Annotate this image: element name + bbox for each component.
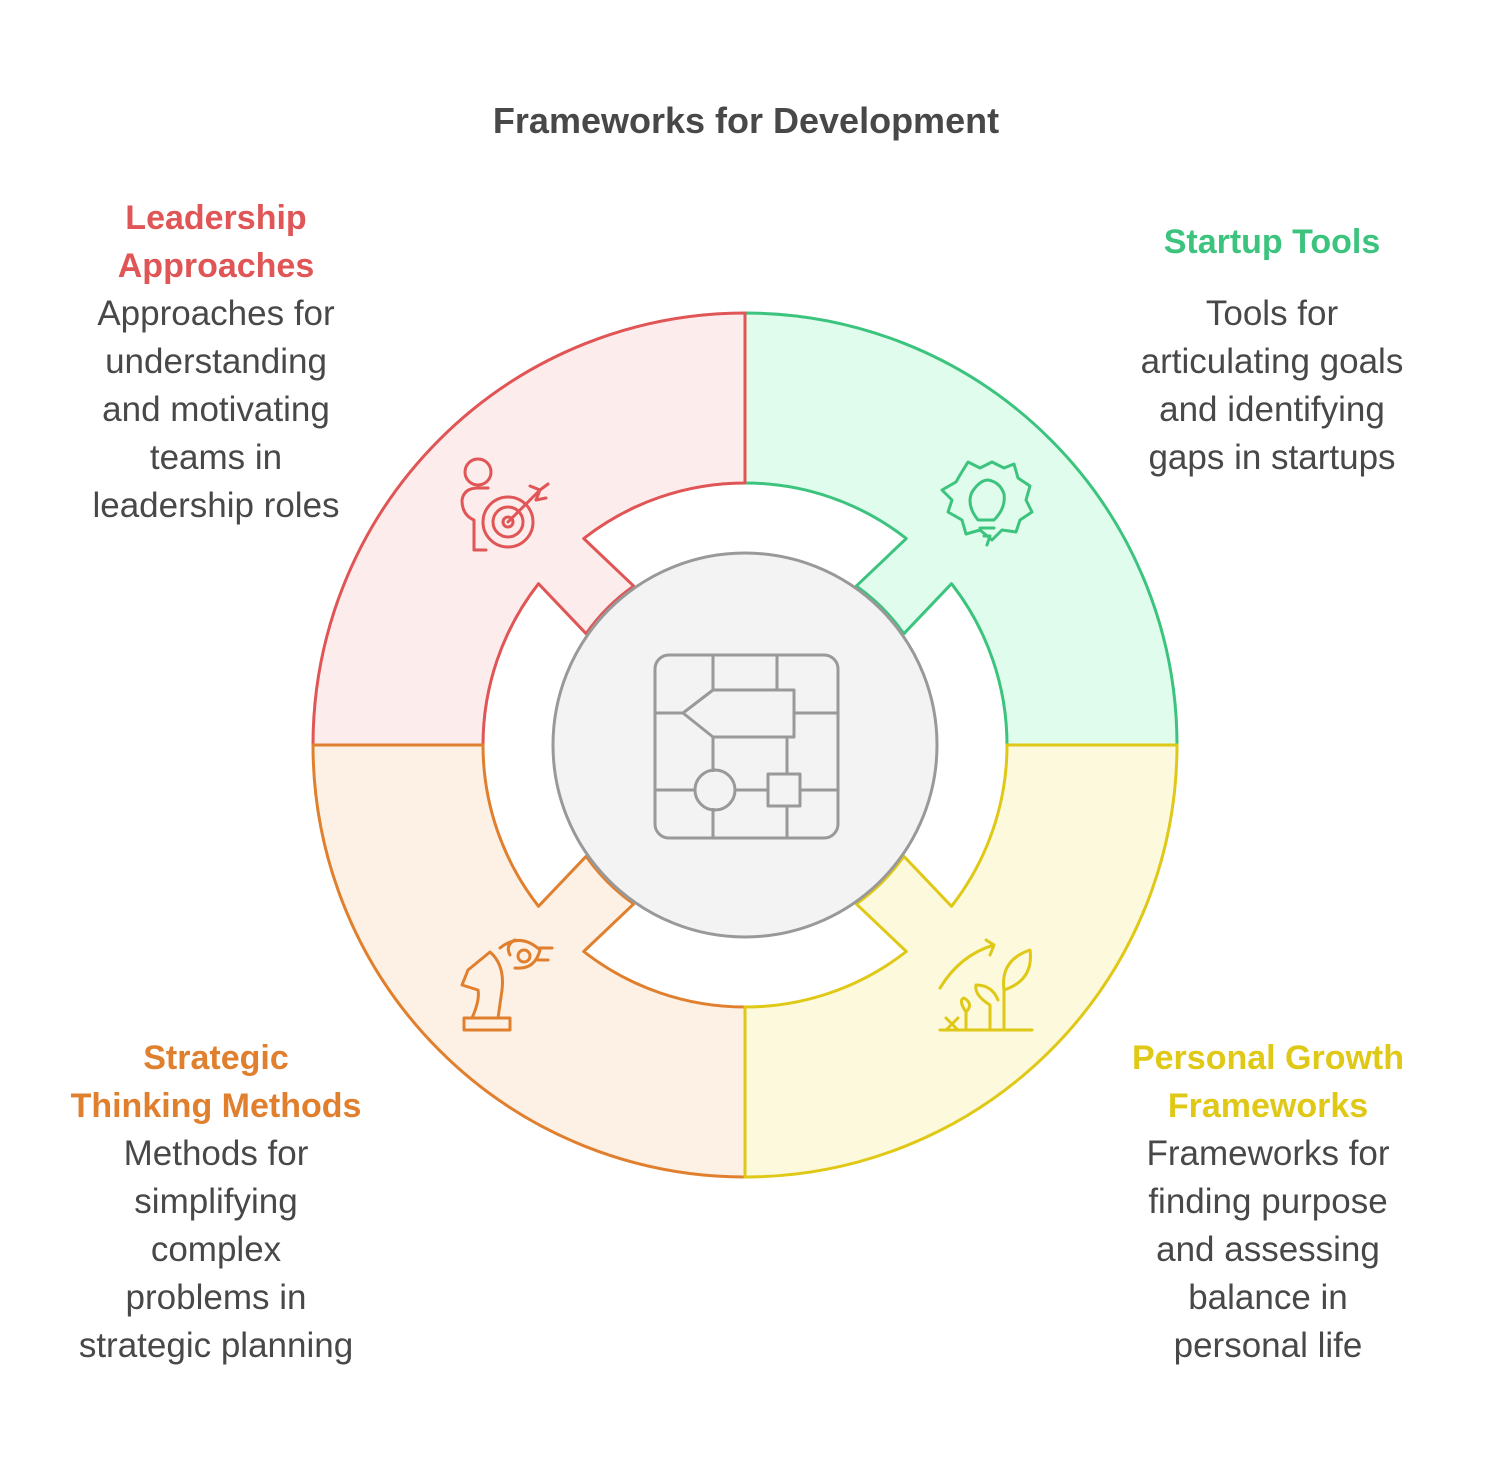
label-line: Strategic xyxy=(143,1039,289,1077)
desc-line: finding purpose xyxy=(1148,1182,1388,1221)
leadership-text: Leadership Approaches Approaches for und… xyxy=(6,194,426,530)
gear-lightbulb-icon xyxy=(940,460,1034,547)
diagram-title: Frameworks for Development xyxy=(492,100,1000,141)
growth-label: Personal Growth Frameworks xyxy=(1058,1034,1478,1130)
leader-target-icon xyxy=(460,457,550,552)
desc-line: complex xyxy=(150,1230,282,1269)
leadership-description: Approaches for understanding and motivat… xyxy=(6,290,426,530)
desc-line: understanding xyxy=(105,342,327,381)
circuit-chip-icon xyxy=(653,653,840,840)
growth-text: Personal Growth Frameworks Frameworks fo… xyxy=(1058,1034,1478,1370)
desc-line: balance in xyxy=(1188,1278,1348,1317)
startup-label: Startup Tools xyxy=(1062,218,1482,266)
chess-knight-icon xyxy=(460,938,554,1032)
strategic-text: Strategic Thinking Methods Methods for s… xyxy=(6,1034,426,1370)
desc-line: Frameworks for xyxy=(1146,1134,1390,1173)
desc-line: articulating goals xyxy=(1140,342,1404,381)
label-line: Startup Tools xyxy=(1163,223,1381,261)
center-circle xyxy=(551,551,939,939)
startup-description: Tools for articulating goals and identif… xyxy=(1062,290,1482,482)
desc-line: personal life xyxy=(1173,1326,1363,1365)
desc-line: and assessing xyxy=(1156,1230,1380,1269)
growth-description: Frameworks for finding purpose and asses… xyxy=(1058,1130,1478,1370)
label-line: Frameworks xyxy=(1167,1087,1369,1125)
desc-line: and identifying xyxy=(1159,390,1385,429)
label-line: Approaches xyxy=(117,247,315,285)
desc-line: leadership roles xyxy=(92,486,340,525)
desc-line: teams in xyxy=(149,438,283,477)
desc-line: Methods for xyxy=(123,1134,309,1173)
leadership-label: Leadership Approaches xyxy=(6,194,426,290)
desc-line: Approaches for xyxy=(97,294,335,333)
label-line: Thinking Methods xyxy=(70,1087,362,1125)
plant-growth-icon xyxy=(938,938,1034,1032)
label-line: Leadership xyxy=(125,199,307,237)
desc-line: problems in xyxy=(125,1278,307,1317)
startup-text: Startup Tools Tools for articulating goa… xyxy=(1062,218,1482,482)
label-line: Personal Growth xyxy=(1131,1039,1405,1077)
desc-line: gaps in startups xyxy=(1148,438,1396,477)
strategic-label: Strategic Thinking Methods xyxy=(6,1034,426,1130)
strategic-description: Methods for simplifying complex problems… xyxy=(6,1130,426,1370)
desc-line: and motivating xyxy=(102,390,330,429)
desc-line: Tools for xyxy=(1205,294,1339,333)
desc-line: strategic planning xyxy=(78,1326,354,1365)
desc-line: simplifying xyxy=(134,1182,298,1221)
